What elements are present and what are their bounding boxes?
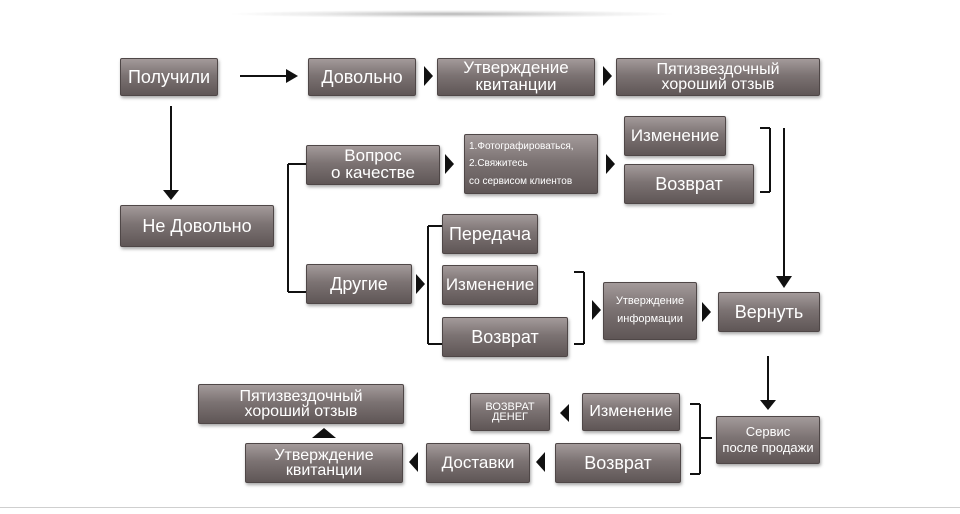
satisfied-box: Довольно	[308, 58, 416, 96]
top-shadow-decoration	[232, 10, 672, 18]
return-top-box: Возврат	[624, 164, 754, 204]
not-satisfied-box: Не Довольно	[120, 205, 274, 247]
refund-box: ВОЗВРАТ ДЕНЕГ	[470, 393, 550, 431]
bottom-divider	[0, 507, 960, 508]
after-sales-service-box: Сервис после продажи	[716, 416, 820, 464]
change-mid-box: Изменение	[442, 265, 538, 305]
receipt-confirmation-bottom-box: Утверждение квитанции	[245, 443, 403, 483]
transfer-box: Передача	[442, 214, 538, 254]
five-star-review-top-box: Пятизвездочный хороший отзыв	[616, 58, 820, 96]
delivery-box: Доставки	[426, 443, 530, 483]
change-top-box: Изменение	[624, 116, 726, 156]
photo-contact-box: 1.Фотографироваться, 2.Свяжитесь со серв…	[464, 134, 598, 194]
five-star-review-bottom-box: Пятизвездочный хороший отзыв	[198, 384, 404, 424]
return-bottom-box: Возврат	[555, 443, 681, 483]
received-box: Получили	[120, 58, 218, 96]
return-mid-box: Возврат	[442, 317, 568, 357]
info-confirmation-box: Утверждение информации	[603, 282, 697, 340]
others-box: Другие	[306, 264, 412, 304]
quality-question-box: Вопрос о качестве	[306, 145, 440, 185]
receipt-confirmation-top-box: Утверждение квитанции	[437, 58, 595, 96]
change-bottom-box: Изменение	[582, 393, 680, 431]
send-back-box: Вернуть	[718, 292, 820, 332]
